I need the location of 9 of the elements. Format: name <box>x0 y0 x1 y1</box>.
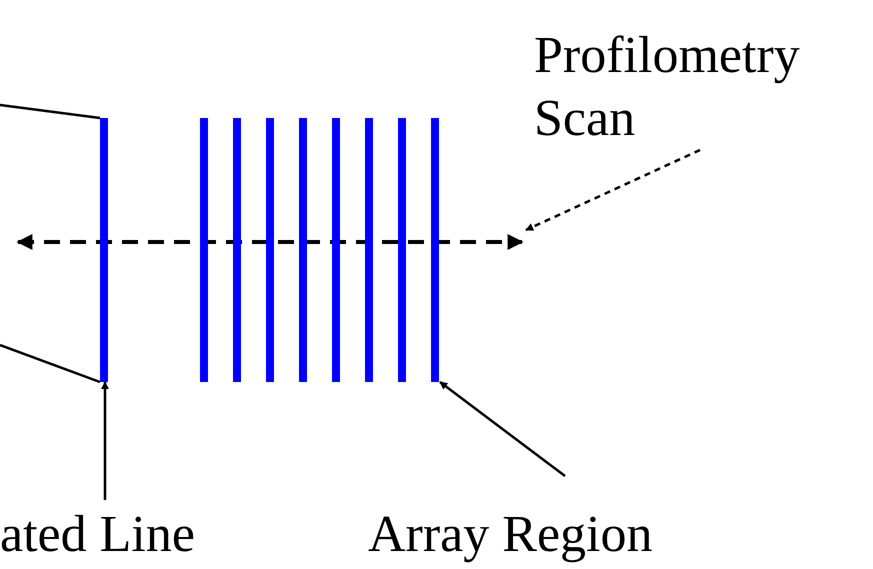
leader-line <box>0 344 100 384</box>
leader-line <box>0 104 100 120</box>
caption-text: Array Region <box>368 504 654 565</box>
line-array-drawing <box>198 118 440 382</box>
caption-text: ated Line <box>0 504 196 565</box>
arrow <box>525 148 701 232</box>
arrow <box>439 381 566 477</box>
caption-text: Profilometry Scan <box>534 26 801 149</box>
arrow <box>101 381 109 500</box>
